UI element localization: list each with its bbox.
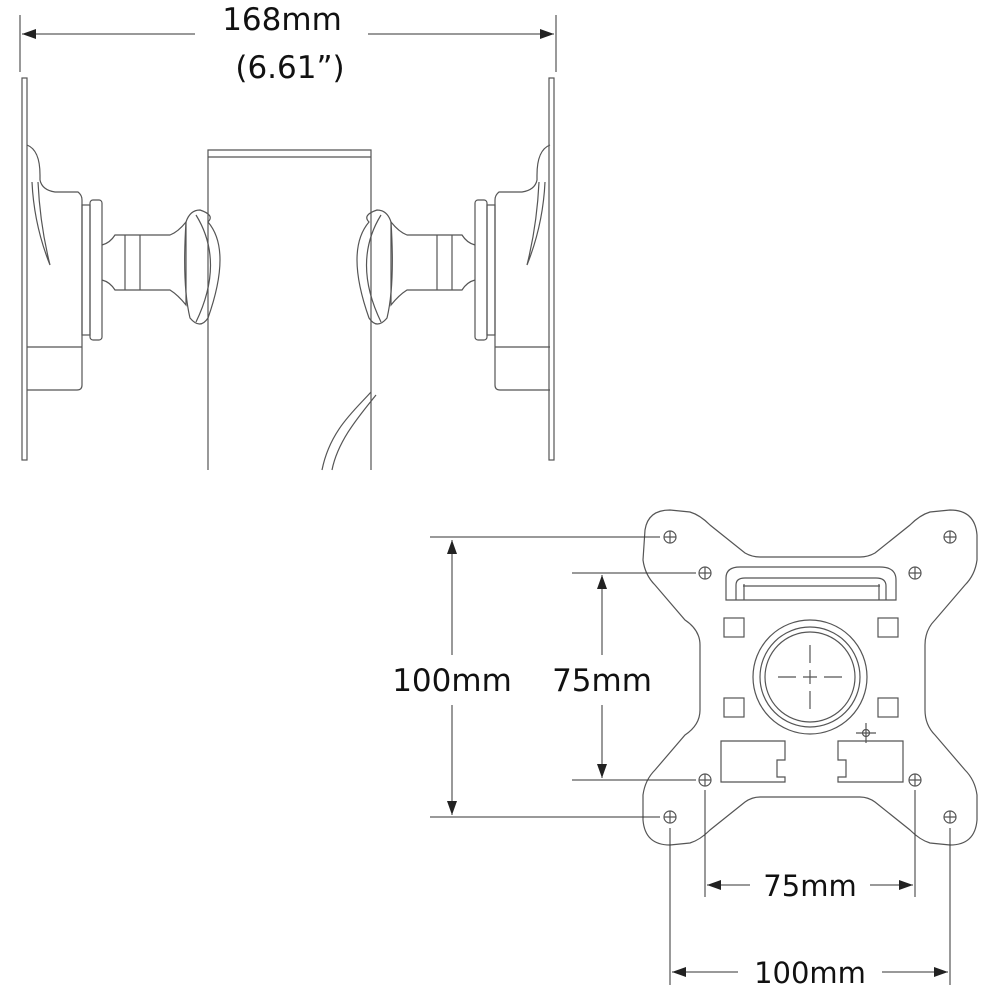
left-monitor-plate (21, 77, 28, 461)
vertical-100mm-label: 100mm (392, 663, 512, 699)
horizontal-75mm-label: 75mm (763, 869, 856, 903)
plate-dimensions: 100mm 75mm 75mm 100mm (392, 536, 951, 990)
horizontal-100mm-label: 100mm (754, 956, 866, 990)
mount-side-view (21, 77, 555, 471)
vesa-plate (642, 509, 978, 846)
width-imperial-label: (6.61”) (235, 50, 344, 86)
right-monitor-plate (548, 77, 555, 461)
handle-slot (725, 566, 897, 601)
width-dimension: 168mm (6.61”) (19, 2, 557, 86)
pole (207, 149, 372, 470)
vertical-75mm-label: 75mm (552, 663, 652, 699)
cable (321, 391, 377, 471)
width-metric-label: 168mm (222, 2, 342, 38)
left-bracket (26, 144, 83, 391)
mounting-holes (663, 530, 957, 824)
